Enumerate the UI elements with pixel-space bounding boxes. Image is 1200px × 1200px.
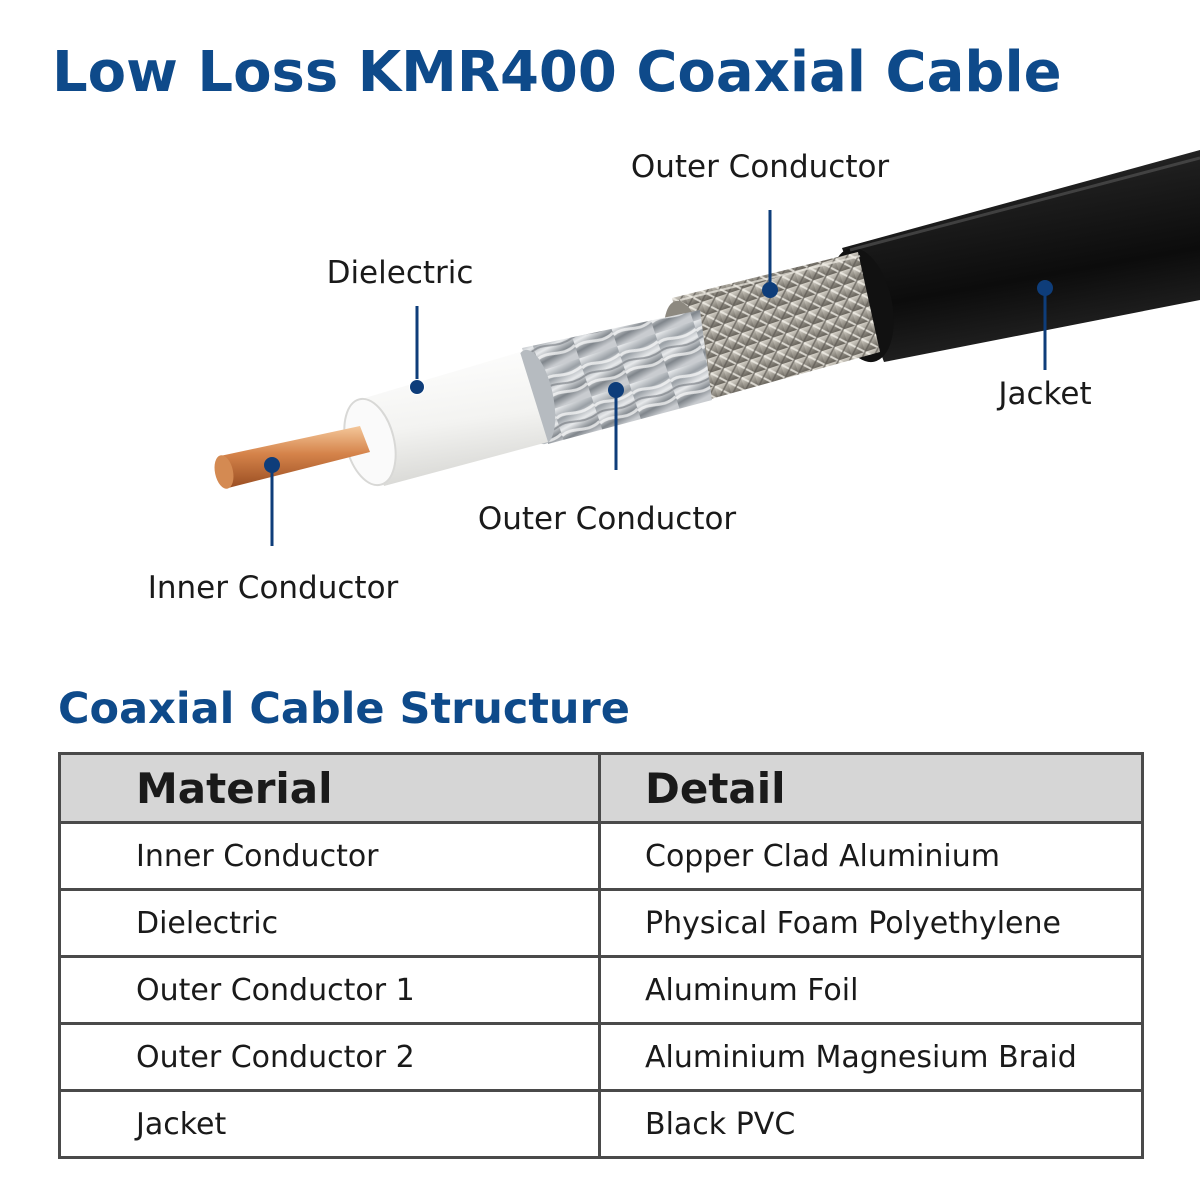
section-title: Coaxial Cable Structure [58,684,630,734]
cell-detail: Copper Clad Aluminium [598,821,1144,891]
label-dielectric: Dielectric [327,255,474,291]
cell-material: Inner Conductor [58,821,601,891]
table-row: Outer Conductor 1 Aluminum Foil [58,955,1144,1025]
label-outer-conductor-top: Outer Conductor [631,149,890,185]
callout-outer-conductor-bottom: Outer Conductor [478,382,737,537]
cell-material: Outer Conductor 2 [58,1022,601,1092]
header-detail: Detail [598,752,1144,824]
cell-detail: Aluminium Magnesium Braid [598,1022,1144,1092]
table-header-row: Material Detail [58,752,1144,824]
cable-diagram: Outer Conductor Dielectric Jacket Outer … [0,120,1200,640]
cell-detail: Black PVC [598,1089,1144,1159]
table-row: Inner Conductor Copper Clad Aluminium [58,821,1144,891]
callout-jacket: Jacket [996,280,1092,412]
page-title: Low Loss KMR400 Coaxial Cable [52,40,1062,105]
cell-material: Jacket [58,1089,601,1159]
cell-material: Outer Conductor 1 [58,955,601,1025]
callout-inner-conductor: Inner Conductor [148,457,399,606]
cell-material: Dielectric [58,888,601,958]
inner-conductor-segment [214,426,370,489]
label-jacket: Jacket [996,376,1091,412]
table-row: Jacket Black PVC [58,1089,1144,1159]
table-row: Dielectric Physical Foam Polyethylene [58,888,1144,958]
label-inner-conductor: Inner Conductor [148,570,399,606]
structure-table: Material Detail Inner Conductor Copper C… [58,752,1144,1159]
callout-outer-conductor-top: Outer Conductor [631,149,890,298]
cell-detail: Physical Foam Polyethylene [598,888,1144,958]
callout-dielectric: Dielectric [327,255,474,395]
cable-illustration: Outer Conductor Dielectric Jacket Outer … [148,149,1200,606]
table-row: Outer Conductor 2 Aluminium Magnesium Br… [58,1022,1144,1092]
dielectric-segment [343,352,548,487]
label-outer-conductor-bottom: Outer Conductor [478,501,737,537]
header-material: Material [58,752,601,824]
cell-detail: Aluminum Foil [598,955,1144,1025]
